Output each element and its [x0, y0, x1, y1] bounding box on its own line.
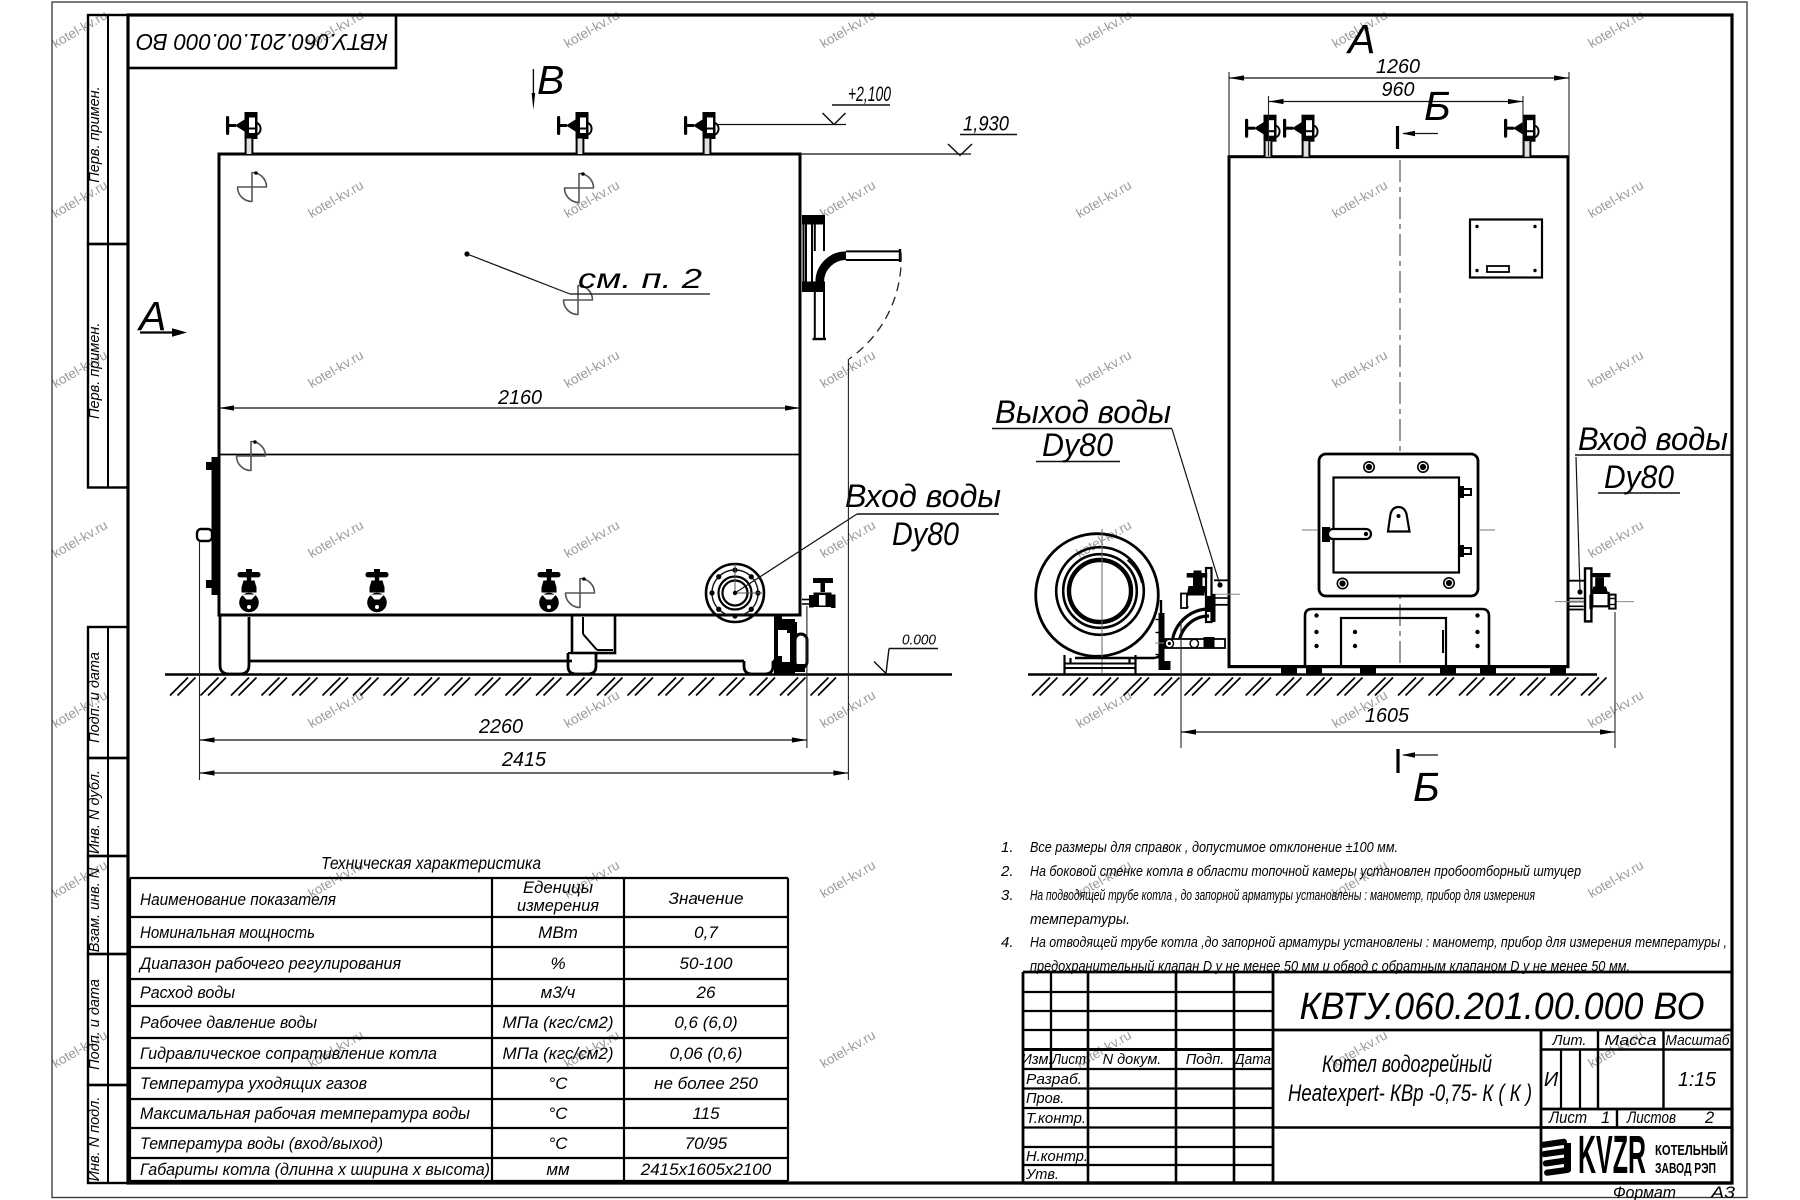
svg-text:Масса: Масса [1605, 1033, 1657, 1049]
svg-text:Б: Б [1424, 83, 1451, 129]
svg-text:Утв.: Утв. [1025, 1167, 1059, 1183]
svg-text:Разраб.: Разраб. [1026, 1072, 1082, 1088]
svg-text:В: В [537, 57, 564, 103]
svg-text:4.: 4. [1001, 934, 1014, 951]
svg-text:м3/ч: м3/ч [541, 983, 576, 1002]
svg-text:мм: мм [546, 1160, 570, 1179]
svg-text:Изм.: Изм. [1022, 1052, 1053, 1068]
svg-text:Dy80: Dy80 [1604, 459, 1674, 495]
svg-text:1: 1 [1601, 1109, 1610, 1127]
svg-text:Все размеры для справок , допу: Все размеры для справок , допустимое отк… [1030, 839, 1398, 856]
svg-text:Вход воды: Вход воды [845, 478, 1001, 514]
svg-text:А: А [1345, 16, 1375, 62]
svg-text:Т.контр.: Т.контр. [1026, 1111, 1086, 1127]
svg-text:Масштаб: Масштаб [1666, 1033, 1731, 1049]
svg-text:КВТУ.060.201.00.000 ВО: КВТУ.060.201.00.000 ВО [136, 29, 388, 55]
svg-text:°С: °С [548, 1104, 568, 1123]
svg-text:ЗАВОД РЭП: ЗАВОД РЭП [1655, 1160, 1716, 1177]
svg-text:1:15: 1:15 [1678, 1069, 1717, 1091]
svg-text:0,6 (6,0): 0,6 (6,0) [674, 1013, 737, 1032]
svg-text:Пров.: Пров. [1026, 1091, 1064, 1107]
svg-text:КВТУ.060.201.00.000 ВО: КВТУ.060.201.00.000 ВО [1300, 986, 1705, 1028]
svg-text:А: А [136, 293, 166, 339]
svg-text:115: 115 [692, 1104, 720, 1123]
svg-text:Heatexpert- КВр -0,75- К ( К ): Heatexpert- КВр -0,75- К ( К ) [1288, 1080, 1532, 1107]
svg-text:N докум.: N докум. [1103, 1052, 1162, 1068]
svg-text:КОТЕЛЬНЫЙ: КОТЕЛЬНЫЙ [1655, 1141, 1728, 1159]
svg-text:На боковой стенке котла в обла: На боковой стенке котла в области топочн… [1030, 863, 1581, 880]
svg-text:Подп.: Подп. [1186, 1052, 1225, 1068]
svg-text:2: 2 [1704, 1109, 1714, 1127]
svg-text:°С: °С [548, 1134, 568, 1153]
svg-text:Номинальная мощность: Номинальная мощность [140, 923, 315, 942]
svg-text:KVZR: KVZR [1578, 1125, 1646, 1185]
svg-text:Рабочее давление воды: Рабочее давление воды [140, 1013, 317, 1032]
svg-text:Лист: Лист [1548, 1109, 1587, 1127]
svg-text:И: И [1544, 1069, 1559, 1091]
svg-text:Взам. инв. N: Взам. инв. N [87, 867, 103, 952]
svg-text:Лист: Лист [1051, 1052, 1086, 1068]
svg-text:2.: 2. [1000, 863, 1014, 880]
svg-text:Техническая характеристика: Техническая характеристика [321, 853, 541, 873]
svg-text:Температура уходящих газов: Температура уходящих газов [140, 1074, 367, 1093]
svg-text:Котел водогрейный: Котел водогрейный [1322, 1051, 1492, 1078]
svg-text:МПа (кгс/см2): МПа (кгс/см2) [502, 1044, 613, 1063]
svg-text:2260: 2260 [478, 716, 523, 738]
svg-text:1605: 1605 [1365, 705, 1410, 727]
svg-text:см. п. 2: см. п. 2 [578, 263, 703, 294]
svg-text:+2,100: +2,100 [848, 83, 891, 106]
svg-text:измерения: измерения [517, 896, 599, 915]
svg-text:70/95: 70/95 [685, 1134, 728, 1153]
svg-text:не более 250: не более 250 [654, 1074, 758, 1093]
svg-text:Гидравлическое сопративление к: Гидравлическое сопративление котла [140, 1044, 437, 1063]
svg-text:Выход воды: Выход воды [995, 394, 1171, 430]
svg-text:0,7: 0,7 [694, 923, 718, 942]
svg-text:2160: 2160 [497, 387, 542, 409]
svg-text:1260: 1260 [1376, 56, 1420, 78]
svg-text:МПа (кгс/см2): МПа (кгс/см2) [502, 1013, 613, 1032]
svg-text:26: 26 [696, 983, 716, 1002]
svg-text:Расход воды: Расход воды [140, 983, 235, 1002]
svg-text:2415х1605х2100: 2415х1605х2100 [640, 1160, 772, 1179]
svg-text:%: % [550, 954, 565, 973]
svg-text:Перв. примен.: Перв. примен. [87, 323, 103, 419]
svg-text:Dy80: Dy80 [892, 516, 959, 552]
svg-text:Перв. примен.: Перв. примен. [87, 86, 103, 182]
svg-text:Габариты котла (длинна х ширин: Габариты котла (длинна х ширина х высота… [140, 1160, 490, 1179]
svg-text:Диапазон рабочего регулировани: Диапазон рабочего регулирования [138, 954, 401, 973]
svg-text:Значение: Значение [669, 889, 744, 908]
svg-text:Еденицы: Еденицы [523, 878, 593, 897]
svg-text:50-100: 50-100 [680, 954, 733, 973]
svg-text:Dy80: Dy80 [1042, 427, 1113, 463]
svg-text:А3: А3 [1710, 1183, 1736, 1200]
svg-text:Инв. N подл.: Инв. N подл. [87, 1097, 103, 1182]
svg-text:2415: 2415 [501, 749, 547, 771]
svg-text:Подп. и дата: Подп. и дата [87, 979, 103, 1070]
svg-text:На отводящей трубе котла ,до з: На отводящей трубе котла ,до запорной ар… [1030, 934, 1727, 951]
svg-text:0,06 (0,6): 0,06 (0,6) [670, 1044, 743, 1063]
svg-text:Н.контр.: Н.контр. [1026, 1149, 1088, 1165]
svg-text:960: 960 [1382, 79, 1415, 101]
svg-text:1,930: 1,930 [963, 113, 1009, 136]
svg-text:Максимальная рабочая температу: Максимальная рабочая температура воды [140, 1104, 470, 1123]
svg-text:3.: 3. [1001, 887, 1014, 904]
svg-text:Б: Б [1413, 764, 1440, 810]
svg-text:Формат: Формат [1613, 1183, 1676, 1200]
svg-text:Инв. N дубл.: Инв. N дубл. [87, 770, 103, 854]
svg-text:МВт: МВт [538, 923, 578, 942]
svg-text:Температура воды (вход/выход): Температура воды (вход/выход) [140, 1134, 383, 1153]
svg-text:Дата: Дата [1233, 1052, 1271, 1068]
svg-text:Лит.: Лит. [1552, 1033, 1587, 1049]
svg-text:1.: 1. [1001, 839, 1014, 856]
svg-text:Подп. и дата: Подп. и дата [87, 652, 103, 743]
svg-text:Вход воды: Вход воды [1578, 421, 1728, 457]
svg-text:температуры.: температуры. [1030, 911, 1130, 928]
svg-text:°С: °С [548, 1074, 568, 1093]
svg-text:0.000: 0.000 [902, 633, 936, 649]
svg-text:Листов: Листов [1626, 1109, 1676, 1127]
svg-text:Наименование показателя: Наименование показателя [140, 890, 336, 909]
svg-text:На подводящей трубе котла ,: На подводящей трубе котла , до запорной … [1030, 887, 1535, 904]
